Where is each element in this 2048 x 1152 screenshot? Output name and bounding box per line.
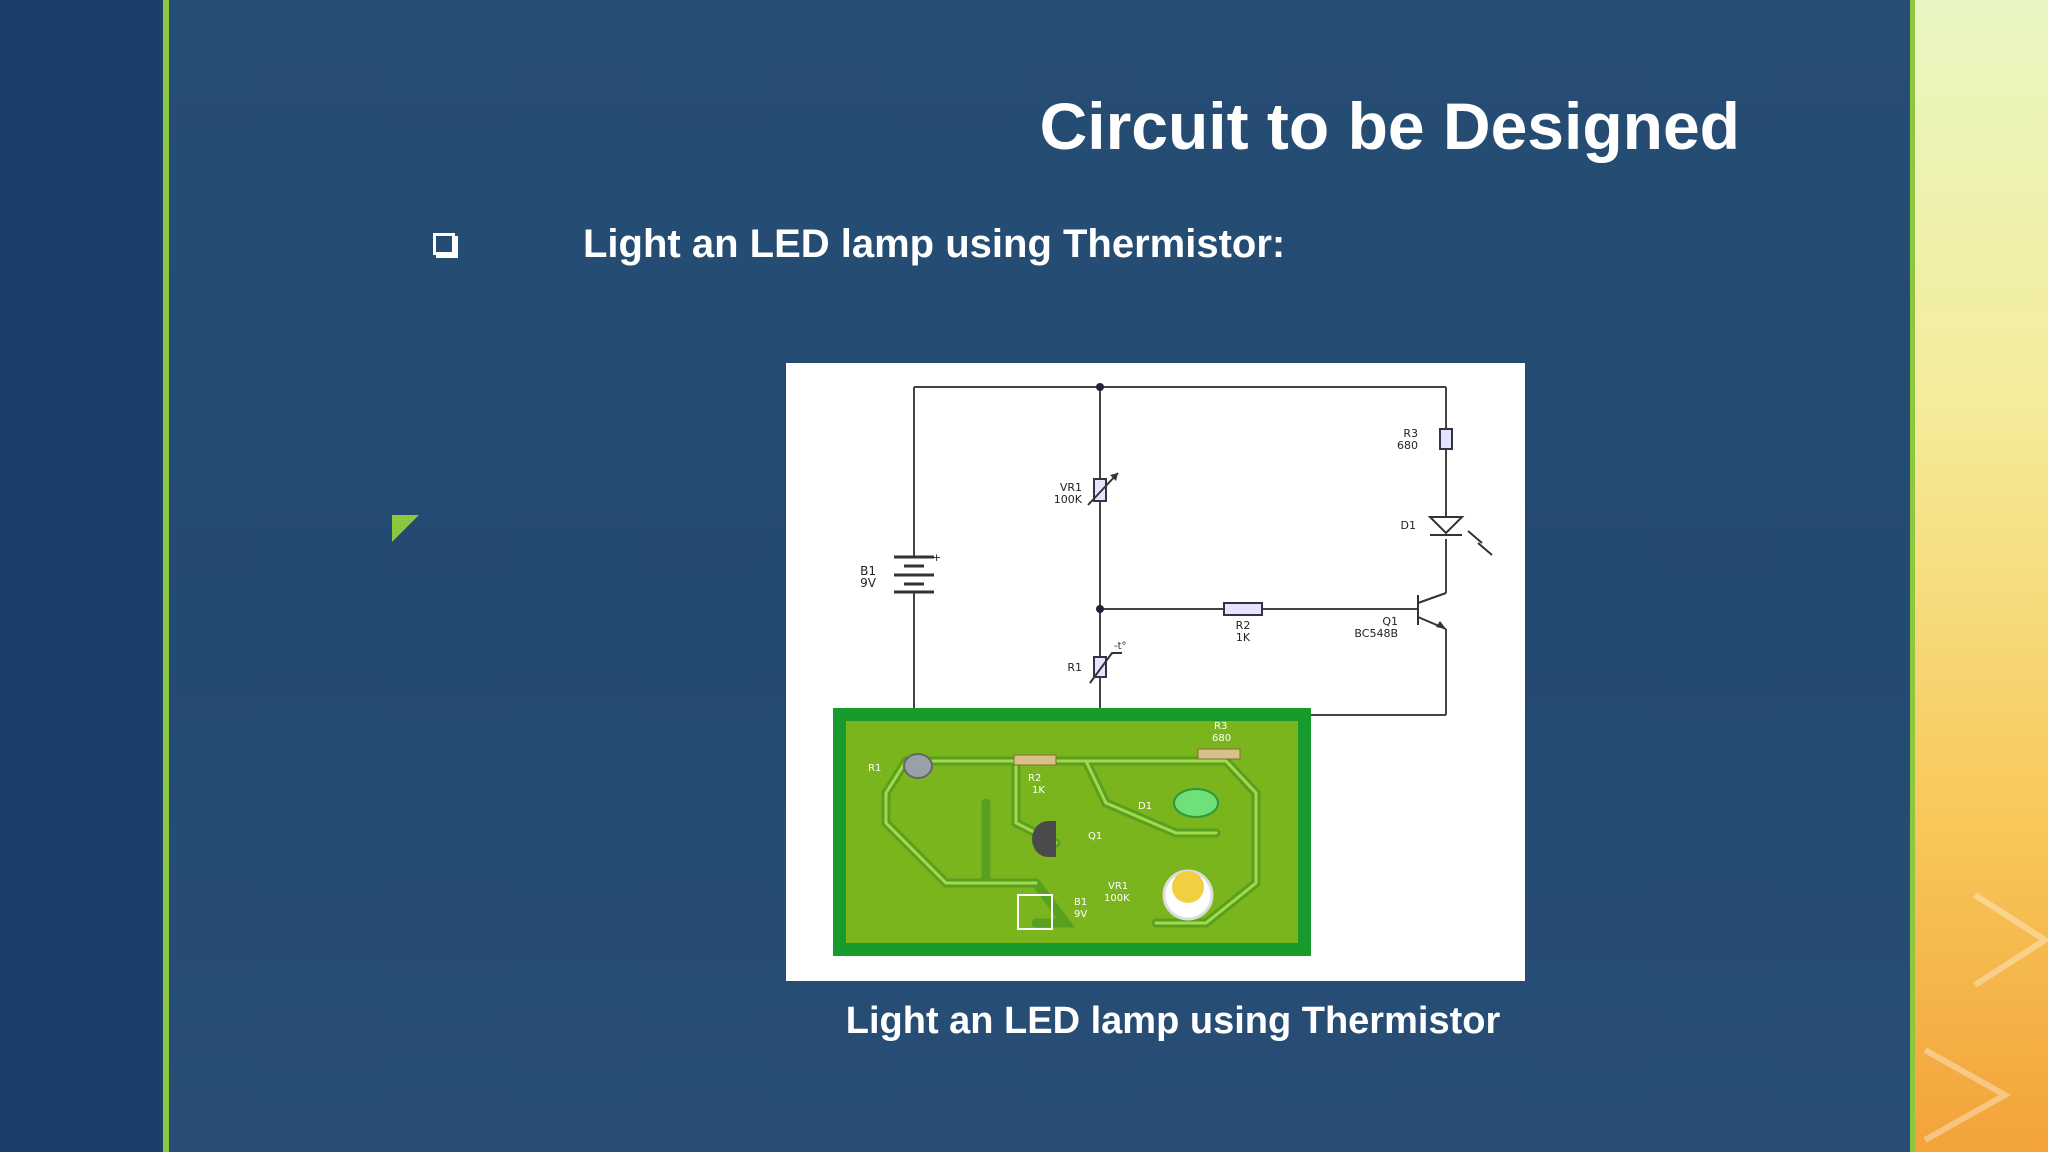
pcb-b1-label: B1 [1074,897,1087,908]
right-accent-line [1910,0,1915,1152]
circuit-figure: R3 680 VR1 100K D1 + B1 9V R2 1K [786,363,1525,981]
r2-resistor-symbol [1223,602,1263,616]
figure-caption: Light an LED lamp using Thermistor [845,1000,1501,1042]
r3-resistor-symbol [1439,428,1453,450]
pcb-q1-transistor [1032,821,1056,857]
b1-label: B1 [860,564,876,578]
slide-title: Circuit to be Designed [1039,89,1740,163]
plus-sign-icon: + [932,551,941,564]
r3-label: R3 [1403,427,1418,440]
q1-label: Q1 [1382,615,1398,628]
pcb-d1-label: D1 [1138,801,1152,812]
pcb-layout: R1 R2 1K R3 680 Q1 D1 VR1 100K B1 9V [833,708,1311,956]
d1-label: D1 [1401,519,1416,532]
triangle-marker-icon [392,515,419,542]
circuit-diagram: R3 680 VR1 100K D1 + B1 9V R2 1K [833,383,1493,956]
right-decorative-band [1915,0,2048,1152]
pcb-r3-resistor [1197,748,1241,760]
pcb-b1-value: 9V [1074,909,1087,920]
thermistor-t-mark-icon: -t° [1114,641,1127,652]
q1-value: BC548B [1354,627,1398,640]
d1-led-symbol [1427,516,1493,556]
pcb-r2-value: 1K [1032,785,1045,796]
vr1-label: VR1 [1060,481,1082,494]
r2-label: R2 [1236,619,1251,632]
pcb-r1-thermistor [903,753,933,779]
vr1-value: 100K [1054,493,1083,506]
b1-value: 9V [860,576,877,590]
pcb-r2-label: R2 [1028,773,1041,784]
r3-value: 680 [1397,439,1418,452]
pcb-q1-label: Q1 [1088,831,1102,842]
pcb-r1-label: R1 [868,763,881,774]
left-accent-line [163,0,169,1152]
pcb-r2-resistor [1013,754,1057,766]
pcb-r3-label: R3 [1214,721,1227,732]
pcb-vr1-value: 100K [1104,893,1130,904]
r2-value: 1K [1236,631,1251,644]
potentiometer-knob-icon [1172,871,1204,903]
left-decorative-band [0,0,163,1152]
bullet-text: Light an LED lamp using Thermistor: [583,222,1286,266]
pcb-vr1-label: VR1 [1108,881,1128,892]
b1-battery-symbol [894,555,934,594]
pcb-d1-led [1173,788,1219,818]
pcb-b1-connector [1017,894,1053,930]
r1-label: R1 [1067,661,1082,674]
pcb-r3-value: 680 [1212,733,1231,744]
chevron-decoration-icon [1923,892,2048,1143]
checkbox-bullet-icon [433,233,455,255]
